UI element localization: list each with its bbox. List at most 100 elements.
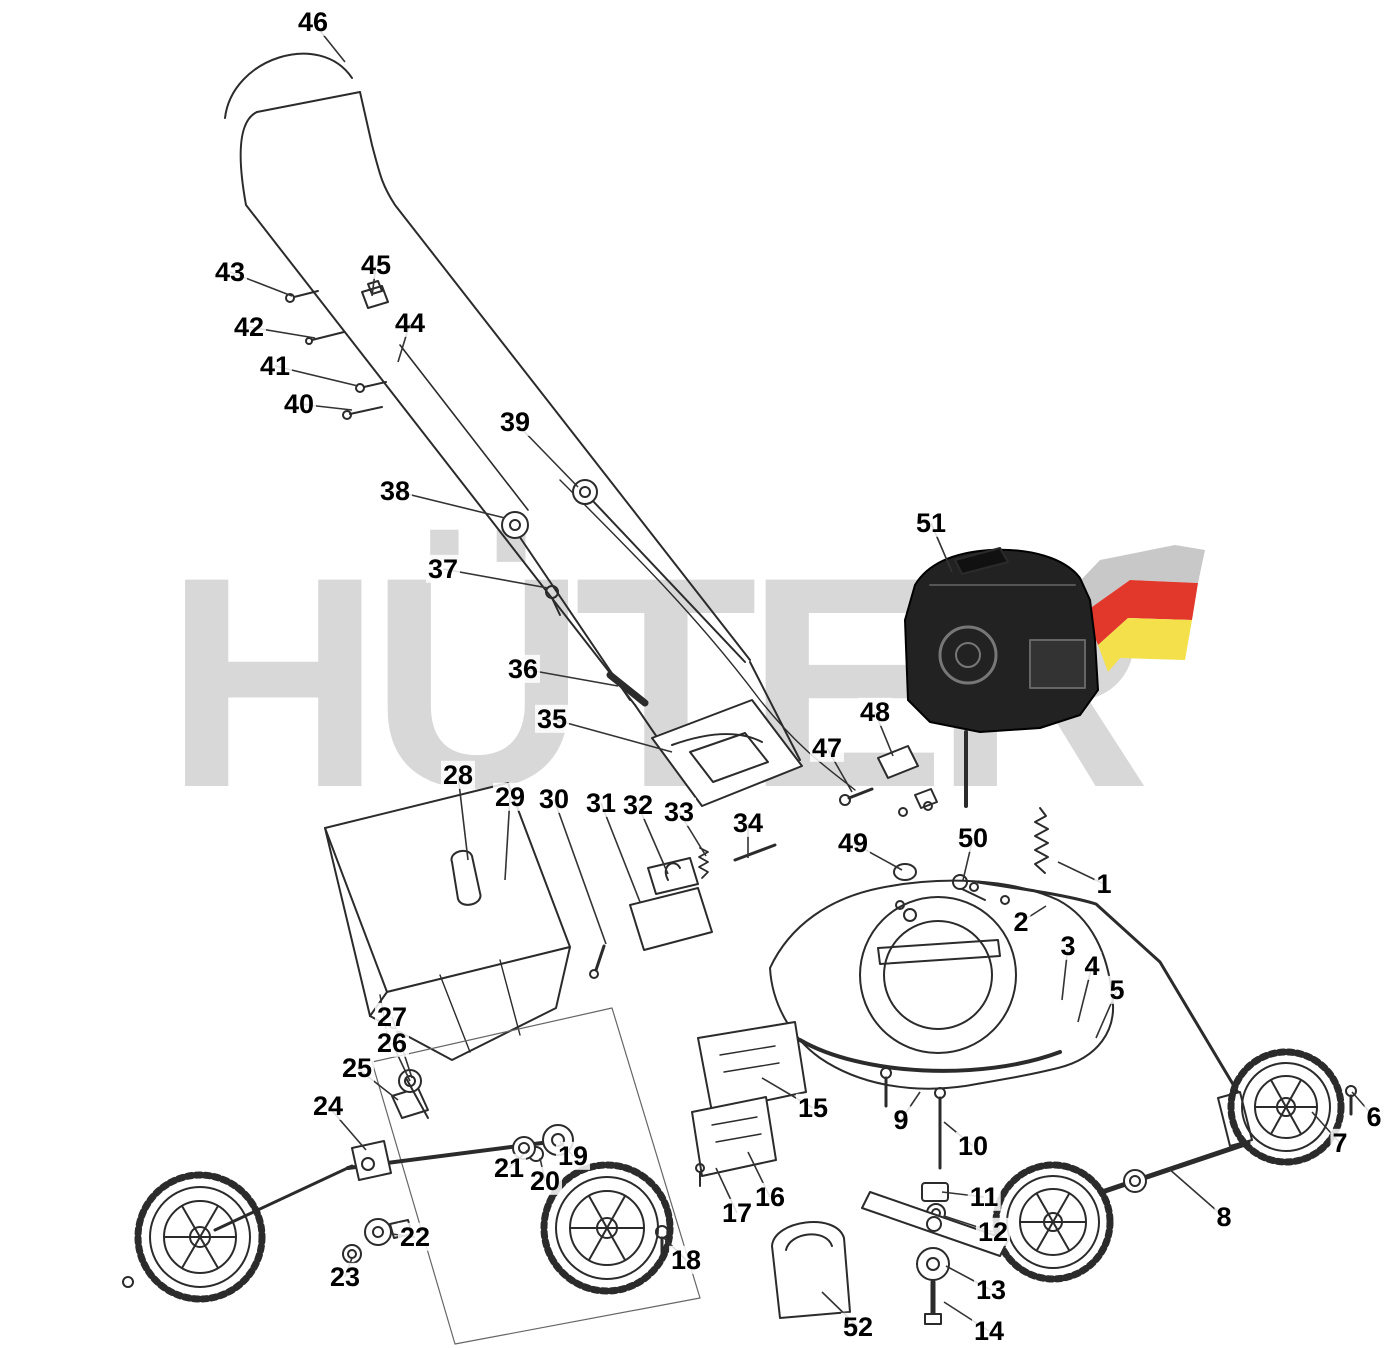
handle-rod-44 xyxy=(399,344,529,511)
grass-bag xyxy=(324,782,571,1061)
blade-hole xyxy=(926,1216,942,1232)
pin-42 xyxy=(305,331,345,345)
part-label-28: 28 xyxy=(440,759,476,790)
part-label-20: 20 xyxy=(527,1165,563,1196)
part-label-17: 17 xyxy=(719,1197,755,1228)
bolt-9 xyxy=(880,1067,892,1108)
control-cable xyxy=(559,479,856,791)
wheel-rear-right xyxy=(1227,1048,1345,1166)
engine-recoil-hub xyxy=(955,642,981,668)
part-label-51: 51 xyxy=(913,507,949,538)
part-label-2: 2 xyxy=(1011,906,1031,937)
bolt-47 xyxy=(839,787,874,806)
wheel-bolt xyxy=(122,1276,134,1288)
part-label-13: 13 xyxy=(973,1274,1009,1305)
fitting-50 xyxy=(952,874,986,901)
part-label-26: 26 xyxy=(374,1027,410,1058)
part-label-3: 3 xyxy=(1058,930,1078,961)
flag-stripe-red xyxy=(1085,580,1198,645)
handle-knob-38-center xyxy=(509,519,521,531)
bolt-6 xyxy=(1345,1085,1357,1116)
rod-34 xyxy=(733,843,777,862)
part-label-35: 35 xyxy=(534,703,570,734)
part-label-33: 33 xyxy=(661,796,697,827)
wheel-spokes xyxy=(1019,1193,1087,1251)
part-label-11: 11 xyxy=(967,1181,1001,1212)
flag-stripe-yellow xyxy=(1098,618,1192,672)
part-label-12: 12 xyxy=(975,1216,1011,1247)
engine-muffler xyxy=(1029,639,1086,689)
bolt-43 xyxy=(285,290,319,303)
part-label-8: 8 xyxy=(1214,1201,1234,1232)
hinge-screw-a xyxy=(898,807,908,817)
part-label-25: 25 xyxy=(339,1052,375,1083)
bracket-31 xyxy=(629,887,713,951)
part-label-29: 29 xyxy=(492,781,528,812)
bracket-cluster xyxy=(589,843,777,979)
blade xyxy=(861,1191,1009,1257)
bolt-41 xyxy=(355,381,387,393)
part-label-40: 40 xyxy=(281,388,317,419)
part-label-41: 41 xyxy=(257,350,293,381)
part-label-31: 31 xyxy=(583,787,619,818)
bracket-48 xyxy=(877,745,919,779)
handle-knob-39-center xyxy=(579,486,591,498)
leader-line-31 xyxy=(600,802,641,903)
part-label-45: 45 xyxy=(358,249,394,280)
cover-15-slots xyxy=(719,1045,780,1073)
guard-52-inner xyxy=(785,1233,833,1251)
wheel-front-left xyxy=(122,1171,266,1303)
hinge-screw-b xyxy=(923,801,933,811)
blade-bolt-14-head xyxy=(924,1313,942,1325)
hook-32 xyxy=(664,862,681,881)
handle-lower-right xyxy=(591,499,801,761)
part-label-27: 27 xyxy=(374,1001,410,1032)
bracket-32 xyxy=(647,857,699,895)
part-label-48: 48 xyxy=(857,696,893,727)
deck-screw-b xyxy=(1000,895,1010,905)
bracket-24-hole xyxy=(361,1157,375,1171)
deck-screw-a xyxy=(895,900,905,910)
control-housing-35 xyxy=(651,699,803,807)
blade-washer-13-center xyxy=(926,1257,940,1271)
part-label-49: 49 xyxy=(835,827,871,858)
part-label-52: 52 xyxy=(840,1311,876,1342)
flag-stripe-gray xyxy=(1062,545,1205,612)
bolt-40 xyxy=(342,406,383,420)
part-label-6: 6 xyxy=(1364,1101,1384,1132)
wheel-spokes xyxy=(569,1195,645,1261)
deck-opening-inner xyxy=(883,920,993,1030)
rod-2 xyxy=(976,880,1242,1098)
part-label-30: 30 xyxy=(536,783,572,814)
engine-51 xyxy=(904,547,1099,808)
deck-center-strip xyxy=(877,939,1001,965)
part-label-47: 47 xyxy=(809,732,845,763)
part-label-36: 36 xyxy=(505,653,541,684)
part-label-4: 4 xyxy=(1082,950,1102,981)
engine-top-cap xyxy=(954,547,1009,575)
bracket-24 xyxy=(351,1140,392,1181)
leader-line-38 xyxy=(394,490,506,519)
part-label-16: 16 xyxy=(752,1181,788,1212)
part-label-18: 18 xyxy=(668,1244,704,1275)
gear-22 xyxy=(364,1218,392,1246)
part-label-44: 44 xyxy=(392,307,428,338)
wheel-front-right xyxy=(540,1161,674,1295)
engine-recoil xyxy=(938,625,998,685)
part-label-15: 15 xyxy=(795,1092,831,1123)
wheel-spokes xyxy=(163,1205,237,1269)
handle-left-tube xyxy=(239,111,636,706)
part-label-37: 37 xyxy=(425,553,461,584)
part-label-7: 7 xyxy=(1330,1127,1350,1158)
spring-1 xyxy=(1034,807,1049,874)
part-label-32: 32 xyxy=(620,789,656,820)
handle-right-tube xyxy=(359,91,751,661)
axle-link xyxy=(213,1164,354,1232)
bolt-30 xyxy=(589,944,606,979)
deck-opening-outer xyxy=(859,896,1017,1054)
part-label-9: 9 xyxy=(891,1104,911,1135)
part-label-5: 5 xyxy=(1107,974,1127,1005)
axle-hub xyxy=(1123,1169,1147,1193)
part-label-19: 19 xyxy=(555,1140,591,1171)
